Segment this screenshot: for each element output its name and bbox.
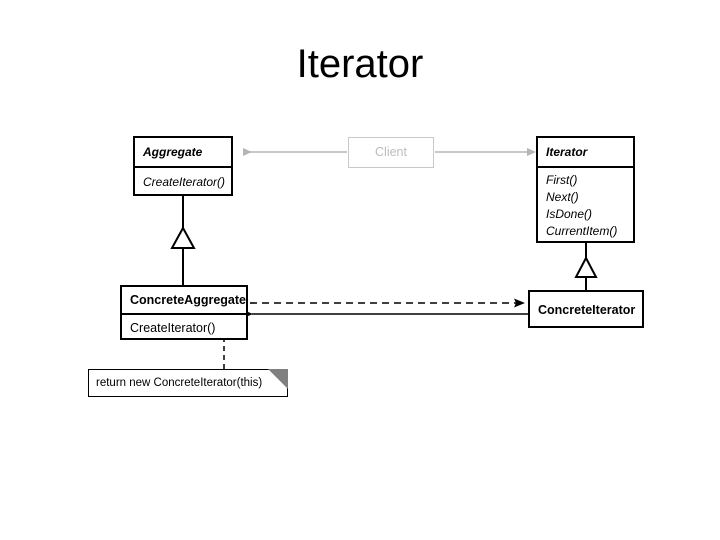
operation-isdone: IsDone()	[546, 207, 593, 221]
class-box-aggregate[interactable]: Aggregate CreateIterator()	[133, 136, 233, 196]
class-box-concrete-aggregate[interactable]: ConcreteAggregate CreateIterator()	[120, 285, 248, 340]
operation-createiterator: CreateIterator()	[143, 175, 226, 189]
class-operations-aggregate: CreateIterator()	[135, 166, 231, 194]
page-title: Iterator	[296, 42, 424, 86]
class-name-aggregate: Aggregate	[143, 145, 203, 159]
class-operations-concrete-aggregate: CreateIterator()	[122, 313, 246, 338]
operation-currentitem: CurrentItem()	[546, 224, 618, 238]
uml-note[interactable]: return new ConcreteIterator(this)	[88, 369, 288, 397]
operation-next: Next()	[546, 190, 579, 204]
class-name-iterator: Iterator	[546, 145, 588, 159]
class-box-client[interactable]: Client	[348, 137, 434, 168]
operation-createiterator-concrete: CreateIterator()	[130, 321, 216, 335]
class-name-client: Client	[375, 145, 407, 159]
class-box-concrete-iterator[interactable]: ConcreteIterator	[528, 290, 644, 328]
class-box-iterator[interactable]: Iterator First() Next() IsDone() Current…	[536, 136, 635, 243]
connector-generalization-aggregate	[170, 196, 196, 285]
operation-first: First()	[546, 173, 578, 187]
class-name-concrete-iterator: ConcreteIterator	[538, 303, 636, 317]
note-fold-corner-icon	[268, 369, 288, 389]
class-operations-iterator: First() Next() IsDone() CurrentItem()	[538, 166, 633, 243]
class-name-concrete-aggregate: ConcreteAggregate	[130, 293, 246, 307]
uml-note-text: return new ConcreteIterator(this)	[96, 377, 263, 389]
connector-generalization-iterator	[574, 243, 598, 290]
